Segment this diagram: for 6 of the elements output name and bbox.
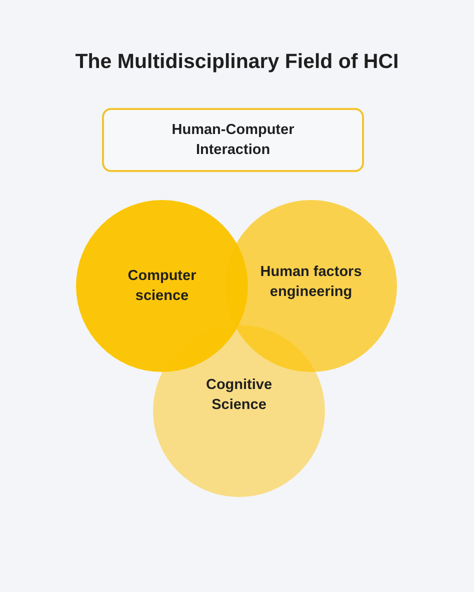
circle-label: Cognitive Science: [204, 376, 274, 415]
topic-label: Human-Computer Interaction: [170, 120, 296, 160]
topic-box: [102, 108, 364, 172]
circle-label: Computer science: [126, 266, 198, 306]
diagram-title: The Multidisciplinary Field of HCI: [74, 50, 400, 74]
circle-label: Human factors engineering: [259, 262, 363, 302]
